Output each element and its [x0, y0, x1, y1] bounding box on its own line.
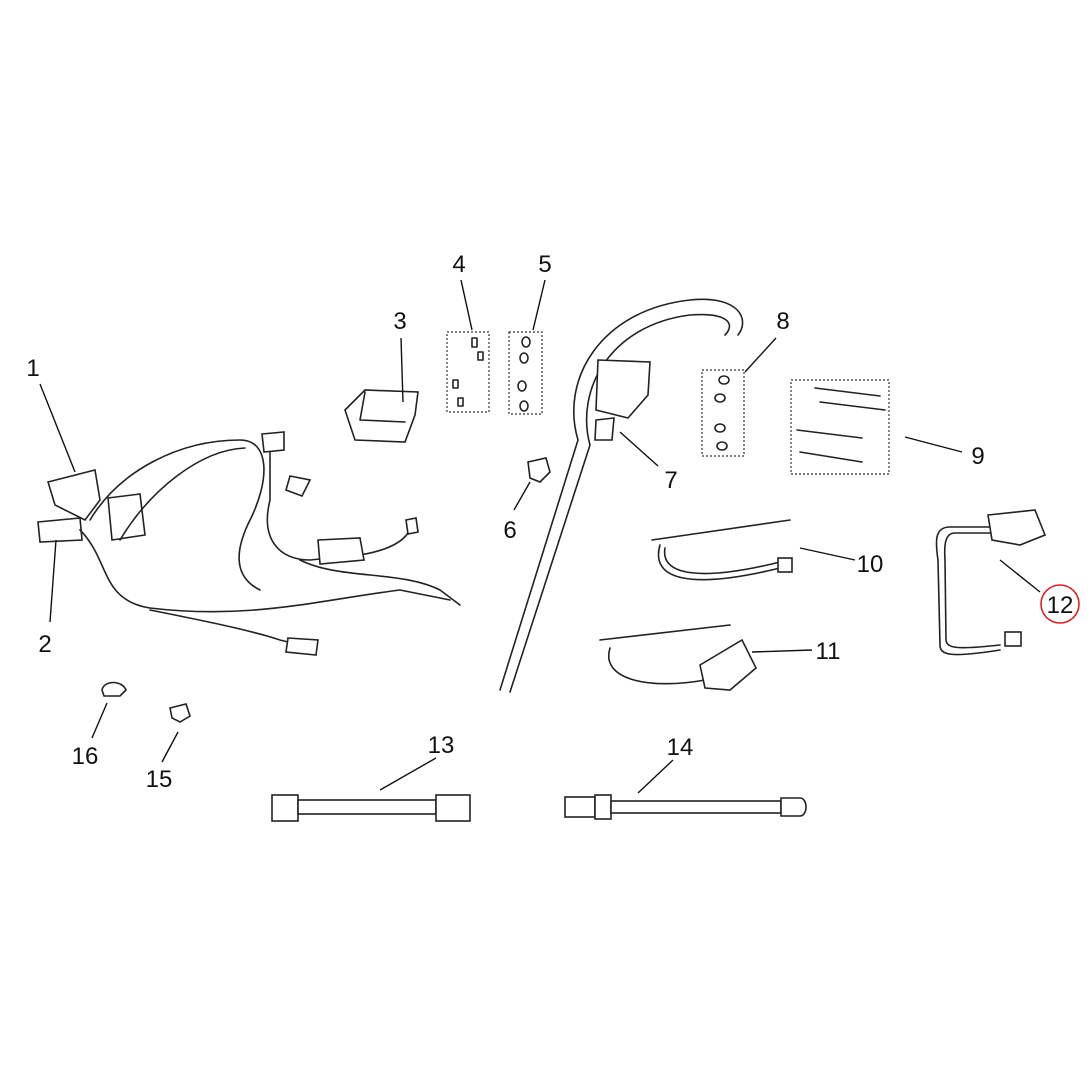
kit-box-9 [790, 379, 890, 475]
callout-8[interactable]: 8 [776, 308, 789, 335]
part-wire-harness [37, 431, 461, 656]
part-clips-5 [517, 336, 531, 412]
callout-15[interactable]: 15 [146, 766, 173, 793]
callout-13[interactable]: 13 [428, 732, 455, 759]
callout-3[interactable]: 3 [393, 308, 406, 335]
callout-12[interactable]: 12 [1047, 592, 1074, 619]
callout-14[interactable]: 14 [667, 734, 694, 761]
part-screws-9 [796, 387, 886, 463]
part-sensor-cable-14 [564, 794, 807, 820]
callout-1[interactable]: 1 [26, 355, 39, 382]
callout-5[interactable]: 5 [538, 251, 551, 278]
callout-7[interactable]: 7 [664, 467, 677, 494]
callout-4[interactable]: 4 [452, 251, 465, 278]
kit-box-8 [701, 369, 745, 457]
callout-11[interactable]: 11 [816, 638, 841, 665]
callout-10[interactable]: 10 [857, 551, 884, 578]
part-cable-10 [651, 519, 793, 581]
part-extension-cable-13 [271, 794, 471, 822]
part-grommets-8 [714, 375, 730, 451]
part-handle-cable-7 [499, 298, 744, 693]
callout-9[interactable]: 9 [971, 443, 984, 470]
callout-16[interactable]: 16 [72, 743, 99, 770]
part-bracket-3 [344, 389, 419, 443]
part-cable-11 [599, 624, 757, 691]
kit-box-4 [446, 331, 490, 413]
callout-2[interactable]: 2 [38, 631, 51, 658]
part-clips-4 [452, 337, 484, 407]
part-clip-15 [169, 703, 191, 723]
highlight-circle [1040, 584, 1080, 624]
leader-lines [39, 279, 1041, 794]
part-cable-12 [935, 509, 1047, 656]
part-clip-6 [527, 457, 551, 483]
kit-box-5 [508, 331, 543, 415]
callout-6[interactable]: 6 [503, 517, 516, 544]
part-clip-16 [101, 681, 127, 697]
